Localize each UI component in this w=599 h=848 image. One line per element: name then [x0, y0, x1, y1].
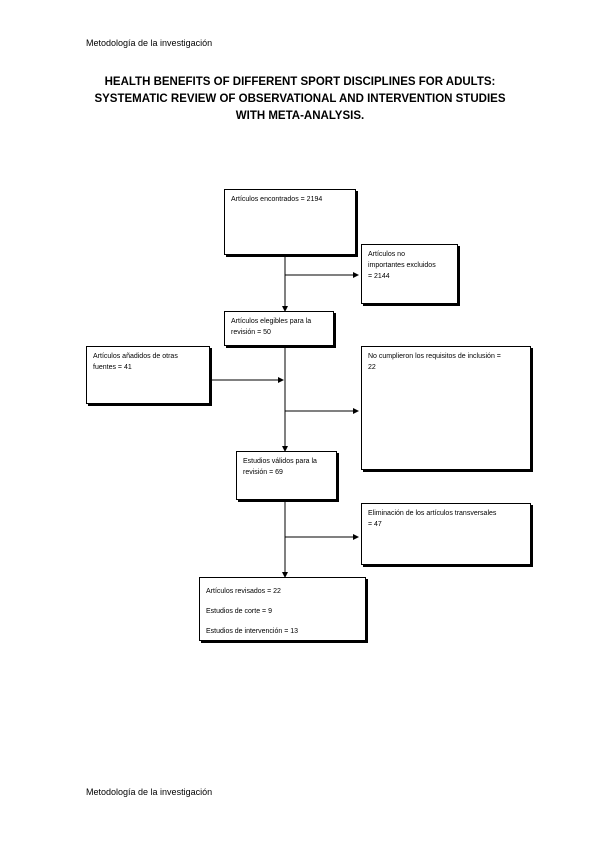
box-eliminated-cross-sectional: Eliminación de los artículos transversal… [361, 503, 531, 565]
box-eliminated-line-2: = 47 [368, 521, 382, 528]
title-line-3: WITH META-ANALYSIS. [235, 110, 365, 122]
box-added-line-2: fuentes = 41 [93, 364, 132, 371]
box-not-meeting-criteria: No cumplieron los requisitos de inclusió… [361, 346, 531, 470]
box-eligible-line-1: Artículos elegibles para la [231, 318, 312, 325]
box-reviewed-articles: Artículos revisados = 22 Estudios de cor… [199, 577, 366, 641]
box-reviewed-line-3: Estudios de intervención = 13 [206, 628, 299, 635]
box-eligible: Artículos elegibles para la revisión = 5… [224, 311, 334, 346]
box-added-line-1: Artículos añadidos de otras [93, 353, 178, 360]
box-excluded: Artículos no importantes excluidos = 214… [361, 244, 458, 304]
box-reviewed-line-2: Estudios de corte = 9 [206, 608, 272, 615]
box-not-meeting-line-2: 22 [368, 364, 376, 371]
box-not-meeting-line-1: No cumplieron los requisitos de inclusió… [368, 353, 501, 360]
box-articles-found-text: Artículos encontrados = 2194 [231, 196, 323, 203]
box-valid-line-2: revisión = 69 [243, 469, 283, 476]
box-excluded-line-3: = 2144 [368, 273, 390, 280]
box-reviewed-line-1: Artículos revisados = 22 [206, 588, 281, 595]
box-valid-studies: Estudios válidos para la revisión = 69 [236, 451, 337, 500]
box-valid-line-1: Estudios válidos para la [243, 458, 317, 465]
box-added-sources: Artículos añadidos de otras fuentes = 41 [86, 346, 210, 404]
document-title: HEALTH BENEFITS OF DIFFERENT SPORT DISCI… [60, 74, 540, 125]
box-eligible-line-2: revisión = 50 [231, 329, 271, 336]
title-line-1: HEALTH BENEFITS OF DIFFERENT SPORT DISCI… [104, 76, 496, 88]
page-footer: Metodología de la investigación [86, 787, 213, 797]
title-line-2: SYSTEMATIC REVIEW OF OBSERVATIONAL AND I… [94, 93, 506, 105]
box-excluded-line-1: Artículos no [368, 251, 405, 258]
box-excluded-line-2: importantes excluidos [368, 262, 436, 269]
box-articles-found: Artículos encontrados = 2194 [224, 189, 356, 255]
box-eliminated-line-1: Eliminación de los artículos transversal… [368, 510, 497, 517]
page-header: Metodología de la investigación [86, 38, 213, 48]
